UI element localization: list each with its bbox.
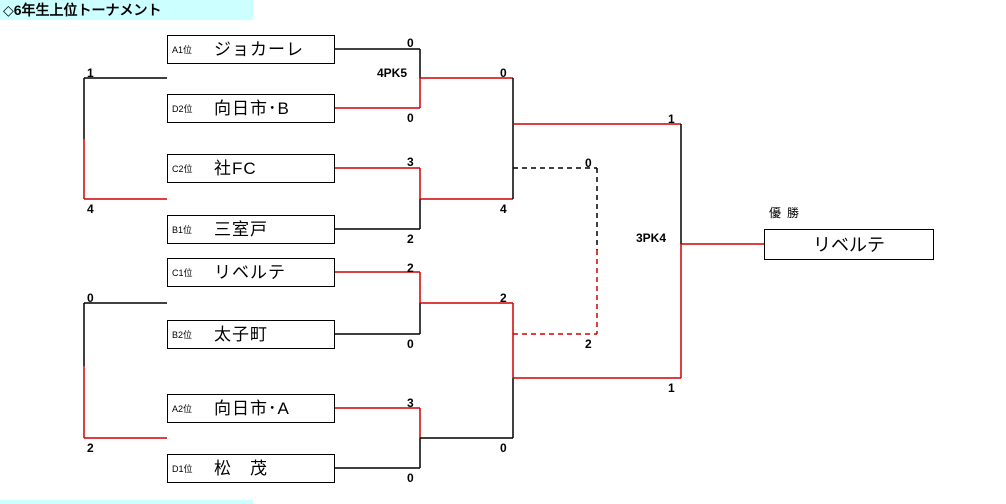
score-left-top-upper: 1 <box>87 66 94 80</box>
team-box-d1: D1位 松 茂 <box>167 454 335 483</box>
score-a2: 3 <box>407 396 414 410</box>
team-name: 太子町 <box>214 325 268 344</box>
team-box-d2: D2位 向日市･B <box>167 94 335 123</box>
team-name: 松 茂 <box>214 459 268 478</box>
team-seed: B1位 <box>172 225 193 235</box>
score-final-lower: 1 <box>668 381 675 395</box>
team-box-b1: B1位 三室戸 <box>167 215 335 244</box>
score-c1: 2 <box>407 261 414 275</box>
team-seed: C1位 <box>172 268 193 278</box>
bottom-band <box>0 500 253 504</box>
team-name: 社FC <box>214 159 257 178</box>
score-left-bot-upper: 0 <box>87 291 94 305</box>
team-box-a1: A1位 ジョカーレ <box>167 35 335 64</box>
score-left-bot-lower: 2 <box>87 441 94 455</box>
score-final-upper: 1 <box>668 112 675 126</box>
team-seed: C2位 <box>172 164 193 174</box>
score-d2: 0 <box>407 111 414 125</box>
champion-name: リベルテ <box>813 235 885 255</box>
score-final-pk: 3PK4 <box>636 231 667 245</box>
score-third-lower: 2 <box>585 337 592 351</box>
page-title: ◇6年生上位トーナメント <box>3 2 162 18</box>
score-d1: 0 <box>407 471 414 485</box>
champion-label: 優勝 <box>769 206 806 220</box>
score-sf1-upper: 0 <box>500 66 507 80</box>
score-sf2-lower: 0 <box>500 441 507 455</box>
team-seed: D2位 <box>172 104 193 114</box>
team-seed: A1位 <box>172 45 193 55</box>
title-band: ◇6年生上位トーナメント <box>0 0 253 20</box>
score-left-top-lower: 4 <box>87 202 94 216</box>
team-seed: A2位 <box>172 404 193 414</box>
team-seed: B2位 <box>172 330 193 340</box>
score-a1: 0 <box>407 36 414 50</box>
team-box-a2: A2位 向日市･A <box>167 394 335 423</box>
score-third-upper: 0 <box>585 156 592 170</box>
team-name: 向日市･B <box>214 99 290 118</box>
score-pk-m1: 4PK5 <box>377 66 408 80</box>
team-box-c2: C2位 社FC <box>167 154 335 183</box>
team-name: 向日市･A <box>214 399 290 418</box>
team-name: リベルテ <box>214 263 286 282</box>
score-b1: 2 <box>407 232 414 246</box>
team-seed: D1位 <box>172 464 193 474</box>
team-name: 三室戸 <box>214 220 268 239</box>
team-box-b2: B2位 太子町 <box>167 320 335 349</box>
team-name: ジョカーレ <box>214 40 304 59</box>
team-box-c1: C1位 リベルテ <box>167 258 335 287</box>
score-c2: 3 <box>407 155 414 169</box>
champion-box: リベルテ <box>764 229 934 260</box>
score-sf2-upper: 2 <box>500 291 507 305</box>
score-b2: 0 <box>407 337 414 351</box>
score-sf1-lower: 4 <box>500 202 507 216</box>
